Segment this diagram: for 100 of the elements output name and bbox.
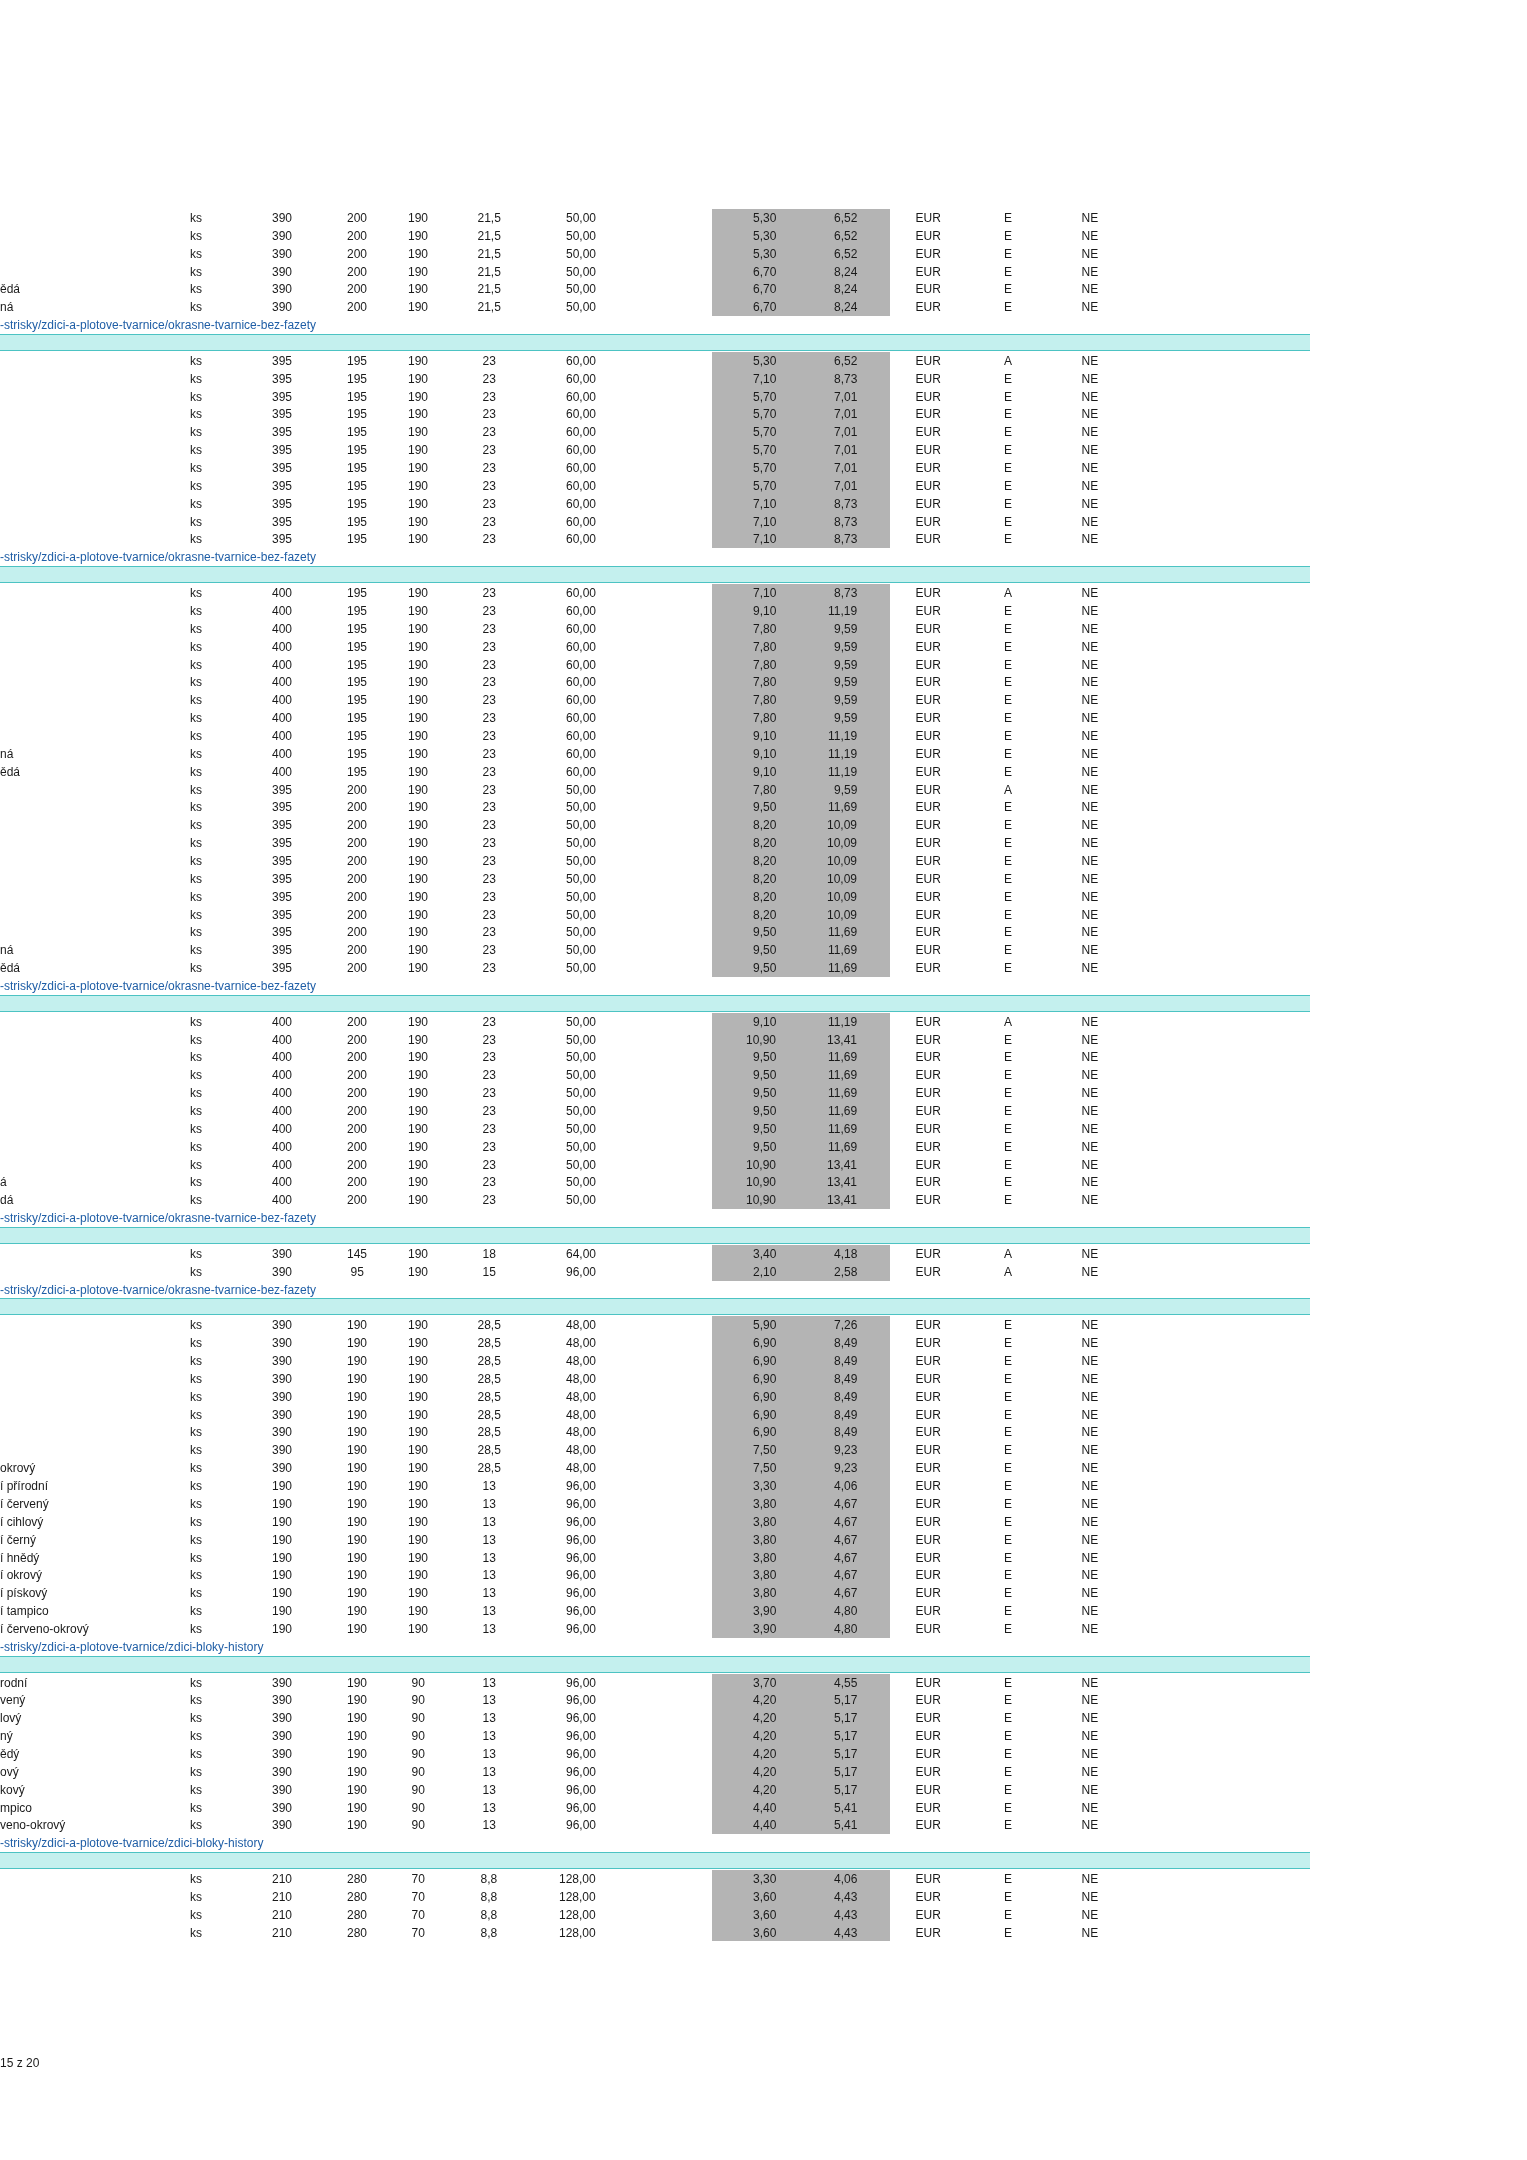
price-value: 5,17 (834, 1782, 858, 1799)
flag-text: NE (1081, 1567, 1099, 1584)
length-value: 395 (272, 853, 293, 870)
unit-text: ks (190, 1246, 202, 1263)
price-value: 4,67 (834, 1532, 858, 1549)
weight-value: 23 (482, 1085, 496, 1102)
weight-value: 13 (482, 1800, 496, 1817)
price-value: 7,80 (753, 657, 777, 674)
width-value: 280 (347, 1889, 368, 1906)
length-value: 400 (272, 1157, 293, 1174)
length-value: 390 (272, 1371, 293, 1388)
quantity-value: 60,00 (566, 639, 597, 656)
width-value: 190 (347, 1710, 368, 1727)
weight-value: 13 (482, 1692, 496, 1709)
width-value: 195 (347, 657, 368, 674)
width-value: 195 (347, 764, 368, 781)
weight-value: 13 (482, 1728, 496, 1745)
length-value: 395 (272, 389, 293, 406)
width-value: 190 (347, 1800, 368, 1817)
weight-value: 23 (482, 1174, 496, 1191)
unit-text: ks (190, 1746, 202, 1763)
width-value: 280 (347, 1907, 368, 1924)
price-value: 3,30 (753, 1871, 777, 1888)
product-name-text: mpico (0, 1800, 32, 1817)
length-value: 400 (272, 674, 293, 691)
flag-text: NE (1081, 1871, 1099, 1888)
width-value: 190 (347, 1514, 368, 1531)
flag-text: NE (1081, 728, 1099, 745)
weight-value: 13 (482, 1567, 496, 1584)
unit-text: ks (190, 478, 202, 495)
price-value: 11,69 (828, 1139, 858, 1156)
unit-text: ks (190, 728, 202, 745)
category-code: E (1004, 764, 1012, 781)
currency-text: EUR (915, 460, 941, 477)
price-value: 6,70 (753, 264, 777, 281)
quantity-value: 96,00 (566, 1496, 597, 1513)
price-value: 9,10 (753, 764, 777, 781)
category-code: E (1004, 406, 1012, 423)
price-value: 6,90 (753, 1407, 777, 1424)
height-value: 190 (408, 1085, 429, 1102)
price-value: 7,80 (753, 621, 777, 638)
length-value: 400 (272, 728, 293, 745)
length-value: 390 (272, 1246, 293, 1263)
length-value: 395 (272, 442, 293, 459)
height-value: 190 (408, 1317, 429, 1334)
quantity-value: 50,00 (566, 1139, 597, 1156)
currency-text: EUR (915, 1675, 941, 1692)
length-value: 395 (272, 817, 293, 834)
width-value: 200 (347, 1067, 368, 1084)
flag-text: NE (1081, 1389, 1099, 1406)
width-value: 200 (347, 960, 368, 977)
price-value: 4,20 (753, 1764, 777, 1781)
length-value: 390 (272, 1317, 293, 1334)
price-value: 10,09 (827, 835, 858, 852)
price-value: 7,80 (753, 692, 777, 709)
quantity-value: 50,00 (566, 1085, 597, 1102)
price-value: 9,50 (753, 942, 777, 959)
category-code: E (1004, 692, 1012, 709)
height-value: 190 (408, 496, 429, 513)
height-value: 190 (408, 1424, 429, 1441)
height-value: 90 (411, 1675, 425, 1692)
product-name-text: í pískový (0, 1585, 48, 1602)
category-code: E (1004, 674, 1012, 691)
price-value: 3,80 (753, 1496, 777, 1513)
price-value: 8,20 (753, 853, 777, 870)
product-name-text: ná (0, 746, 14, 763)
length-value: 390 (272, 1264, 293, 1281)
category-code: E (1004, 299, 1012, 316)
quantity-value: 50,00 (566, 281, 597, 298)
price-value: 11,19 (828, 1014, 858, 1031)
price-value: 5,30 (753, 210, 777, 227)
currency-text: EUR (915, 1603, 941, 1620)
length-value: 390 (272, 210, 293, 227)
category-code: E (1004, 1585, 1012, 1602)
flag-text: NE (1081, 406, 1099, 423)
length-value: 400 (272, 1067, 293, 1084)
flag-text: NE (1081, 1532, 1099, 1549)
currency-text: EUR (915, 1246, 941, 1263)
currency-text: EUR (915, 621, 941, 638)
flag-text: NE (1081, 1442, 1099, 1459)
unit-text: ks (190, 674, 202, 691)
price-value: 6,52 (834, 210, 858, 227)
currency-text: EUR (915, 1174, 941, 1191)
unit-text: ks (190, 1871, 202, 1888)
product-name-text: dá (0, 1192, 14, 1209)
quantity-value: 60,00 (566, 496, 597, 513)
unit-text: ks (190, 1103, 202, 1120)
price-value: 4,18 (834, 1246, 858, 1263)
length-value: 395 (272, 353, 293, 370)
price-value: 10,90 (746, 1157, 777, 1174)
height-value: 190 (408, 746, 429, 763)
weight-value: 23 (482, 1139, 496, 1156)
quantity-value: 96,00 (566, 1675, 597, 1692)
unit-text: ks (190, 1550, 202, 1567)
weight-value: 23 (482, 639, 496, 656)
flag-text: NE (1081, 371, 1099, 388)
flag-text: NE (1081, 1192, 1099, 1209)
weight-value: 23 (482, 460, 496, 477)
category-code: E (1004, 1103, 1012, 1120)
height-value: 190 (408, 835, 429, 852)
